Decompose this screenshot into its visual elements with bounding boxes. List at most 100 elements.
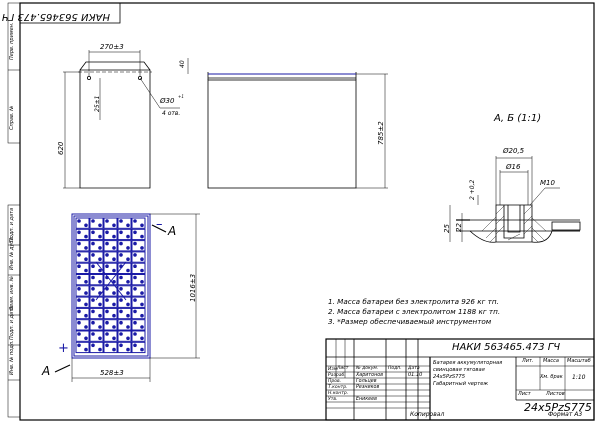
cell [131,217,146,229]
terminal-post [119,287,123,291]
side-label-6: Инв. № подл. [9,340,15,376]
terminal-post [133,320,137,325]
terminal-post [91,332,95,336]
terminal-post [112,268,116,273]
terminal-post [119,332,123,336]
terminal-post [84,347,88,352]
cell [75,274,90,286]
tb-format: Формат А3 [548,411,583,418]
tb-col-header-1: № докум. [356,366,379,371]
side-label-4: Взам. инв. № [9,276,15,310]
label-plus: + [58,341,69,356]
cell [75,307,90,320]
terminal-post [133,332,137,336]
cell [75,285,90,297]
tb-designation: 24х5PzS775 [524,401,592,414]
terminal-post [105,298,109,302]
cell [75,262,90,275]
cell [131,296,146,308]
side-label-0: Перв. примен. [9,22,15,60]
tb-col-mass: Масса [543,358,559,364]
cell [103,330,118,342]
cell [131,341,146,354]
sec-thread: M10 [540,179,555,187]
sec-d-outer: Ø20,5 [503,147,525,155]
terminal-post [77,287,81,291]
terminal-post [77,264,81,269]
terminal-post [84,234,88,239]
terminal-post [84,223,88,228]
terminal-post [133,275,137,280]
terminal-post [133,298,137,302]
terminal-post [105,230,109,235]
cell [103,285,118,297]
terminal-post [133,343,137,348]
cell [117,330,132,342]
cell [75,296,90,308]
terminal-post [140,268,144,273]
terminal-post [126,347,130,352]
cell [131,285,146,297]
cell [89,307,104,320]
terminal-post [91,287,95,291]
tb-row-0: Изм. [328,367,339,372]
side-label-3: Инв. № дубл. [9,235,15,270]
dim-hole-dia: Ø30 [160,97,175,105]
sec-tol: 2 +0,2 [469,179,476,200]
cell [103,341,118,354]
terminal-post [140,246,144,250]
terminal-post [105,332,109,336]
cell [89,296,104,308]
terminal-post [126,325,130,329]
cell [89,240,104,252]
tb-date: 01.10 [408,372,423,378]
terminal-post [140,325,144,329]
terminal-post [119,253,123,257]
cell [117,228,132,241]
cell [117,285,132,297]
cell [89,217,104,229]
terminal-post [84,268,88,273]
terminal-post [91,275,95,280]
terminal-post [84,291,88,295]
terminal-post [133,241,137,246]
terminal-post [98,268,102,273]
terminal-post [84,313,88,318]
dim-hole-dia-tol: +1 [178,94,184,99]
terminal-post [91,343,95,348]
terminal-post [112,223,116,228]
cell [75,341,90,354]
terminal-post [84,336,88,341]
terminal-post [119,309,123,314]
tb-scale: 1:10 [572,374,586,381]
terminal-post [140,280,144,284]
terminal-post [105,343,109,348]
terminal-post [77,219,81,223]
tb-sheets: Листов [546,391,565,397]
tb-name-2: Резников [356,385,380,390]
terminal-post [77,298,81,302]
terminal-post [98,347,102,352]
sec-h1: 22 [455,223,463,232]
cell [89,228,104,241]
label-minus: – [156,217,163,232]
cell [117,274,132,286]
terminal-post [98,313,102,318]
tb-col-header-0: Лист [337,366,349,371]
side-view [187,58,388,189]
cell [103,274,118,286]
tb-sheet: Лист [518,391,531,397]
dim-angle: 40 [179,60,186,68]
terminal-post [112,280,116,284]
section-title: А, Б (1:1) [494,113,542,124]
top-view [54,213,200,382]
terminal-post [98,280,102,284]
left-top-strip [7,2,21,144]
left-margin-strip [7,204,21,418]
cell [75,240,90,252]
terminal-post [84,257,88,262]
cell [117,251,132,263]
terminal-post [112,336,116,341]
terminal-post [133,264,137,269]
rotated-stamp-box [19,2,121,24]
